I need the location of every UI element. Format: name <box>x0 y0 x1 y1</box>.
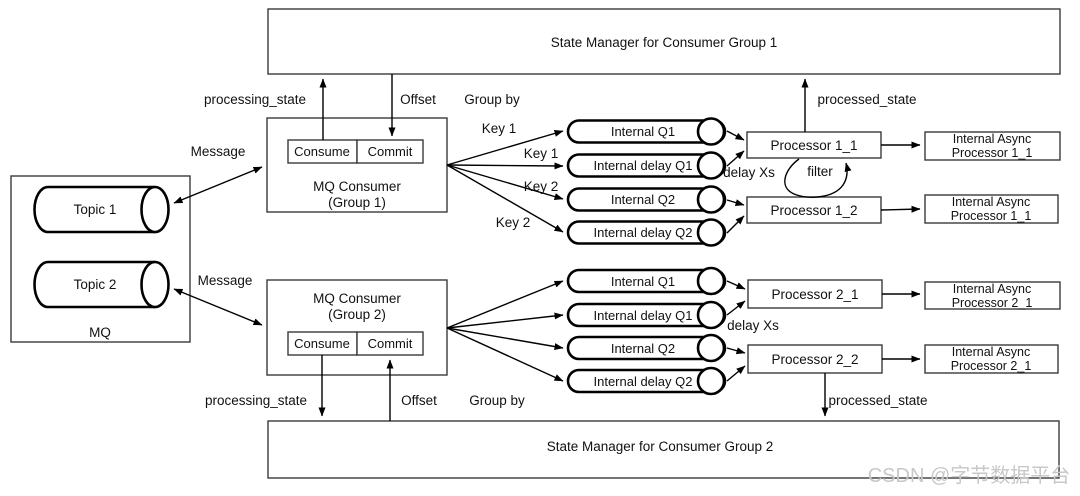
queue-label: Internal delay Q1 <box>593 158 692 173</box>
mq-consumer-group1: Consume Commit MQ Consumer (Group 1) <box>266 117 448 213</box>
queue-to-processor-arrow <box>726 300 746 316</box>
processing-state-label-g1: processing_state <box>204 92 306 107</box>
queue-label: Internal Q1 <box>611 124 675 139</box>
queue-label: Internal delay Q2 <box>593 374 692 389</box>
delay-label-g2: delay Xs <box>727 318 779 333</box>
queue-to-processor-arrow <box>726 150 745 167</box>
async-label-line1: Internal Async <box>953 282 1032 296</box>
fan-arrow-delayq1-g2 <box>446 312 564 329</box>
async-label-line1: Internal Async <box>953 132 1032 146</box>
queue-label: Internal Q2 <box>611 341 675 356</box>
delay-label-g1: delay Xs <box>723 165 775 180</box>
queue-opening-icon <box>696 266 726 296</box>
queue-opening-icon <box>696 300 726 330</box>
queue-to-processor-arrow <box>726 130 745 141</box>
offset-label-g2: Offset <box>401 393 437 408</box>
queue-to-processor-arrow <box>726 280 746 290</box>
queue-opening-icon <box>696 218 726 247</box>
commit-label-g1: Commit <box>368 144 413 159</box>
processed-state-label-g2: processed_state <box>828 393 927 408</box>
processor-2-1-label: Processor 2_1 <box>771 287 858 302</box>
topic1-cylinder: Topic 1 <box>33 185 170 234</box>
queue-opening-icon <box>696 117 726 146</box>
processor-2-2-label: Processor 2_2 <box>771 352 858 367</box>
topic1-label: Topic 1 <box>74 202 117 217</box>
group-by-label-g1: Group by <box>464 92 520 107</box>
async-label-line2: Processor 2_1 <box>952 296 1033 310</box>
async-label-line1: Internal Async <box>952 345 1031 359</box>
async-label-line2: Processor 2_1 <box>951 359 1032 373</box>
key2-label-a: Key 2 <box>524 179 559 194</box>
queue-to-processor-arrow <box>726 347 746 355</box>
fan-arrow-q2-g2 <box>446 327 564 351</box>
internal-queues-group2: Internal Q1 Internal delay Q1 Internal Q… <box>566 266 727 396</box>
processed-state-label-g1: processed_state <box>817 92 916 107</box>
queue-label: Internal delay Q1 <box>593 308 692 323</box>
fan-arrow-key2-delayq2-g1 <box>446 164 564 233</box>
consumer2-subtitle: (Group 2) <box>328 307 386 322</box>
mq-label: MQ <box>89 325 111 340</box>
fan-arrow-key1-q1-g1 <box>446 130 564 166</box>
queue-label: Internal delay Q2 <box>593 225 692 240</box>
async-processor-1-1-box: Internal Async Processor 1_1 <box>924 131 1061 161</box>
fan-arrow-q1-g2 <box>446 280 564 329</box>
queue-to-processor-arrow <box>726 365 746 382</box>
key1-label-b: Key 1 <box>524 146 559 161</box>
commit-box-g2 <box>356 331 424 356</box>
commit-box-g1 <box>356 139 424 164</box>
filter-label: filter <box>807 164 833 179</box>
consume-label-g2: Consume <box>294 336 350 351</box>
processor-2-1-box <box>747 279 883 309</box>
internal-queues-group1: Internal Q1 Internal delay Q1 Internal Q… <box>566 117 727 247</box>
state-manager-group2-label: State Manager for Consumer Group 2 <box>547 439 774 454</box>
queue-opening-icon <box>696 151 726 180</box>
queue-to-processor-arrow <box>726 215 745 234</box>
topic2-label: Topic 2 <box>74 277 117 292</box>
key2-label-b: Key 2 <box>496 215 531 230</box>
queue-opening-icon <box>696 333 726 363</box>
state-manager-group1-label: State Manager for Consumer Group 1 <box>551 35 778 50</box>
commit-label-g2: Commit <box>368 336 413 351</box>
async-processor-2-2-box: Internal Async Processor 2_1 <box>924 344 1059 374</box>
processor-1-1-label: Processor 1_1 <box>770 138 857 153</box>
queue-opening-icon <box>696 185 726 214</box>
message-label-g2: Message <box>198 273 253 288</box>
queue-label: Internal Q2 <box>611 192 675 207</box>
fan-arrow-key1-delayq1-g1 <box>446 162 564 170</box>
processor-to-async-arrow <box>880 205 921 213</box>
consumer1-subtitle: (Group 1) <box>328 195 386 210</box>
fan-arrow-delayq2-g2 <box>446 327 564 382</box>
processor-1-2-label: Processor 1_2 <box>770 203 857 218</box>
async-label-line1: Internal Async <box>952 195 1031 209</box>
consumer1-title: MQ Consumer <box>313 179 401 194</box>
topic2-cylinder: Topic 2 <box>33 260 170 309</box>
async-label-line2: Processor 1_1 <box>951 209 1032 223</box>
async-label-line2: Processor 1_1 <box>952 146 1033 160</box>
offset-label-g1: Offset <box>400 92 436 107</box>
consumer2-title: MQ Consumer <box>313 291 401 306</box>
processing-state-label-g2: processing_state <box>205 393 307 408</box>
state-manager-group2-box <box>267 420 1060 479</box>
queue-opening-icon <box>696 366 726 396</box>
watermark: CSDN @字节数据平台 <box>868 464 1071 487</box>
state-manager-group1-box <box>267 8 1061 75</box>
group-by-label-g2: Group by <box>469 393 525 408</box>
queue-to-processor-arrow <box>726 199 745 206</box>
async-processor-2-1-box: Internal Async Processor 2_1 <box>924 281 1061 310</box>
mq-consumer-group2: MQ Consumer (Group 2) Consume Commit <box>266 279 448 376</box>
async-processor-1-2-box: Internal Async Processor 1_1 <box>924 194 1059 224</box>
message-label-g1: Message <box>191 144 246 159</box>
message-arrow-g1 <box>173 166 263 204</box>
consume-label-g1: Consume <box>294 144 350 159</box>
message-arrow-g2 <box>173 288 263 326</box>
key1-label-a: Key 1 <box>482 121 517 136</box>
processor-2-2-box <box>747 344 883 374</box>
fan-arrow-key2-q2-g1 <box>446 164 564 200</box>
filter-loop-arrow <box>784 158 852 198</box>
queue-label: Internal Q1 <box>611 274 675 289</box>
